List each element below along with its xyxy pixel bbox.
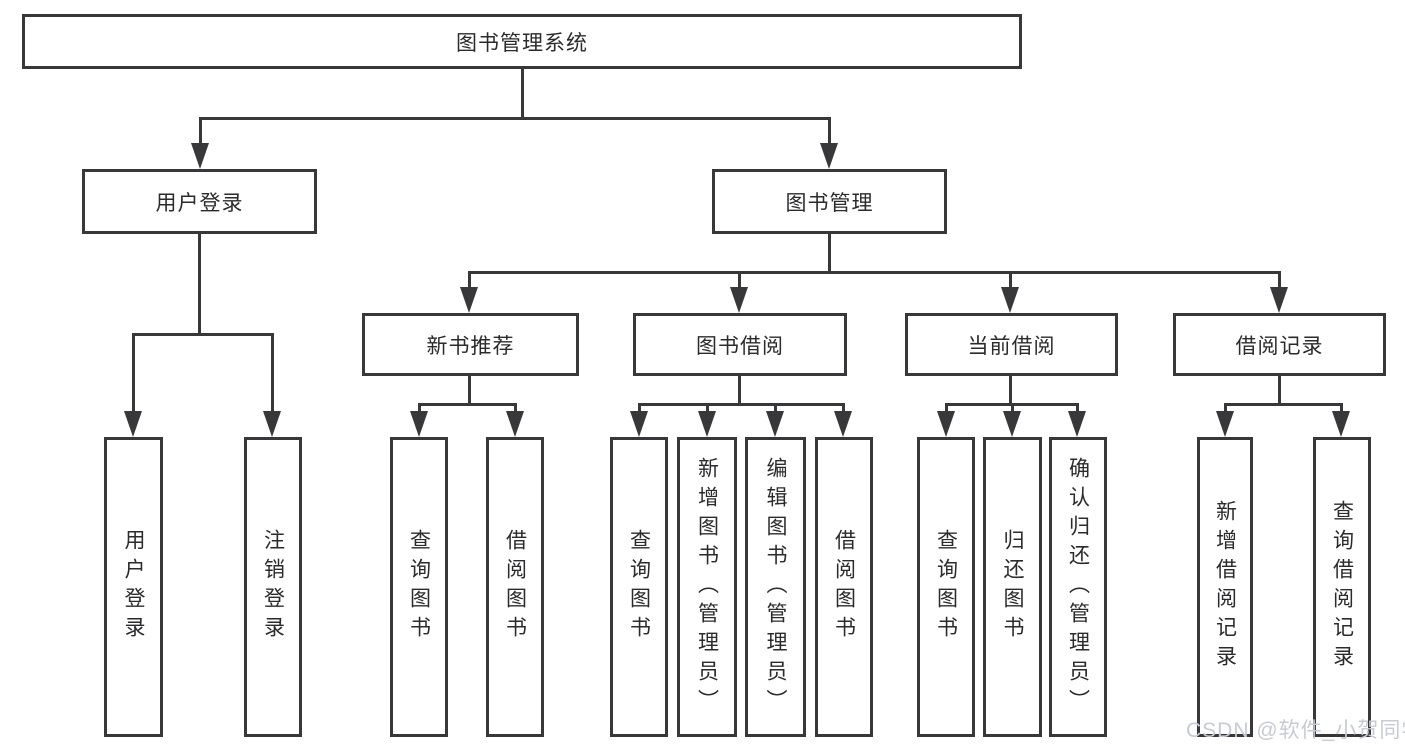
connector-shaft	[199, 117, 202, 145]
leaf-label: 查询图书	[627, 529, 651, 645]
connector-shaft	[842, 403, 845, 415]
arrowhead-down-icon	[1001, 287, 1019, 313]
leaf-query-books-current: 查询图书	[917, 437, 975, 737]
leaf-label: 借阅图书	[503, 529, 527, 645]
node-label: 借阅记录	[1235, 334, 1324, 358]
arrowhead-down-icon	[1003, 411, 1021, 437]
connector-bus	[638, 403, 845, 406]
connector-stem	[1009, 376, 1012, 405]
leaf-borrow-books-borrowing: 借阅图书	[815, 437, 873, 737]
csdn-watermark: CSDN @软件_小贺同学	[1186, 719, 1405, 742]
leaf-label: 编辑图书（管理员）	[764, 456, 787, 718]
node-new-book-recommendation: 新书推荐	[362, 313, 579, 376]
leaf-label: 用户登录	[122, 529, 145, 645]
leaf-logout: 注销登录	[244, 437, 302, 737]
connector-shaft	[1224, 403, 1227, 415]
arrowhead-down-icon	[766, 411, 784, 437]
connector-shaft	[738, 271, 741, 289]
connector-shaft	[132, 333, 135, 413]
leaf-add-books-admin: 新增图书（管理员）	[677, 437, 737, 737]
node-borrowing-records: 借阅记录	[1173, 313, 1386, 376]
node-book-management: 图书管理	[712, 169, 947, 234]
leaf-label: 新增借阅记录	[1213, 500, 1237, 674]
leaf-label: 注销登录	[261, 529, 285, 645]
leaf-query-books-recommend: 查询图书	[390, 437, 448, 737]
node-label: 新书推荐	[426, 334, 515, 358]
arrowhead-down-icon	[1332, 411, 1350, 437]
connector-shaft	[1076, 403, 1079, 415]
connector-shaft	[1340, 403, 1343, 415]
connector-stem	[468, 376, 471, 405]
arrowhead-down-icon	[124, 411, 142, 437]
arrowhead-down-icon	[630, 411, 648, 437]
connector-stem	[1278, 376, 1281, 405]
connector-stem	[198, 234, 201, 335]
connector-stem	[738, 376, 741, 405]
leaf-return-books: 归还图书	[983, 437, 1042, 737]
connector-shaft	[514, 403, 517, 415]
connector-shaft	[828, 117, 831, 145]
connector-stem	[828, 234, 831, 273]
leaf-edit-books-admin: 编辑图书（管理员）	[745, 437, 806, 737]
leaf-label: 确认归还（管理员）	[1066, 456, 1090, 718]
leaf-query-borrow-record: 查询借阅记录	[1313, 437, 1371, 737]
connector-shaft	[1278, 271, 1281, 289]
connector-root-bus	[199, 117, 831, 120]
arrowhead-down-icon	[698, 411, 716, 437]
arrowhead-down-icon	[834, 411, 852, 437]
connector-shaft	[774, 403, 777, 415]
leaf-add-borrow-record: 新增借阅记录	[1197, 437, 1253, 737]
leaf-label: 归还图书	[1001, 529, 1024, 645]
leaf-query-books-borrowing: 查询图书	[610, 437, 668, 737]
node-label: 图书借阅	[696, 334, 784, 358]
node-label: 用户登录	[155, 191, 244, 215]
connector-bus	[468, 271, 1281, 274]
connector-shaft	[945, 403, 948, 415]
leaf-confirm-return-admin: 确认归还（管理员）	[1049, 437, 1107, 737]
leaf-label: 新增图书（管理员）	[695, 456, 719, 718]
connector-bus	[132, 333, 274, 336]
connector-shaft	[638, 403, 641, 415]
node-library-management-system: 图书管理系统	[22, 14, 1022, 69]
connector-shaft	[1011, 403, 1014, 415]
arrowhead-down-icon	[263, 411, 281, 437]
arrowhead-down-icon	[730, 287, 748, 313]
arrowhead-down-icon	[410, 411, 428, 437]
leaf-label: 查询图书	[934, 529, 958, 645]
connector-bus	[418, 403, 517, 406]
leaf-label: 查询借阅记录	[1330, 500, 1354, 674]
node-book-borrowing: 图书借阅	[633, 313, 847, 376]
arrowhead-down-icon	[191, 143, 209, 169]
node-label: 图书管理系统	[456, 31, 588, 55]
leaf-borrow-books-recommend: 借阅图书	[486, 437, 544, 737]
arrowhead-down-icon	[937, 411, 955, 437]
arrowhead-down-icon	[820, 143, 838, 169]
connector-shaft	[418, 403, 421, 415]
arrowhead-down-icon	[1068, 411, 1086, 437]
node-current-borrowing: 当前借阅	[905, 313, 1118, 376]
arrowhead-down-icon	[506, 411, 524, 437]
node-user-login: 用户登录	[82, 169, 317, 234]
node-label: 当前借阅	[967, 334, 1056, 358]
leaf-user-login: 用户登录	[104, 437, 163, 737]
connector-root-stem	[521, 69, 524, 119]
connector-bus	[1224, 403, 1343, 406]
arrowhead-down-icon	[460, 287, 478, 313]
leaf-label: 查询图书	[407, 529, 431, 645]
connector-shaft	[271, 333, 274, 413]
node-label: 图书管理	[785, 191, 874, 215]
arrowhead-down-icon	[1270, 287, 1288, 313]
connector-shaft	[1009, 271, 1012, 289]
connector-shaft	[706, 403, 709, 415]
arrowhead-down-icon	[1216, 411, 1234, 437]
leaf-label: 借阅图书	[832, 529, 856, 645]
connector-shaft	[468, 271, 471, 289]
